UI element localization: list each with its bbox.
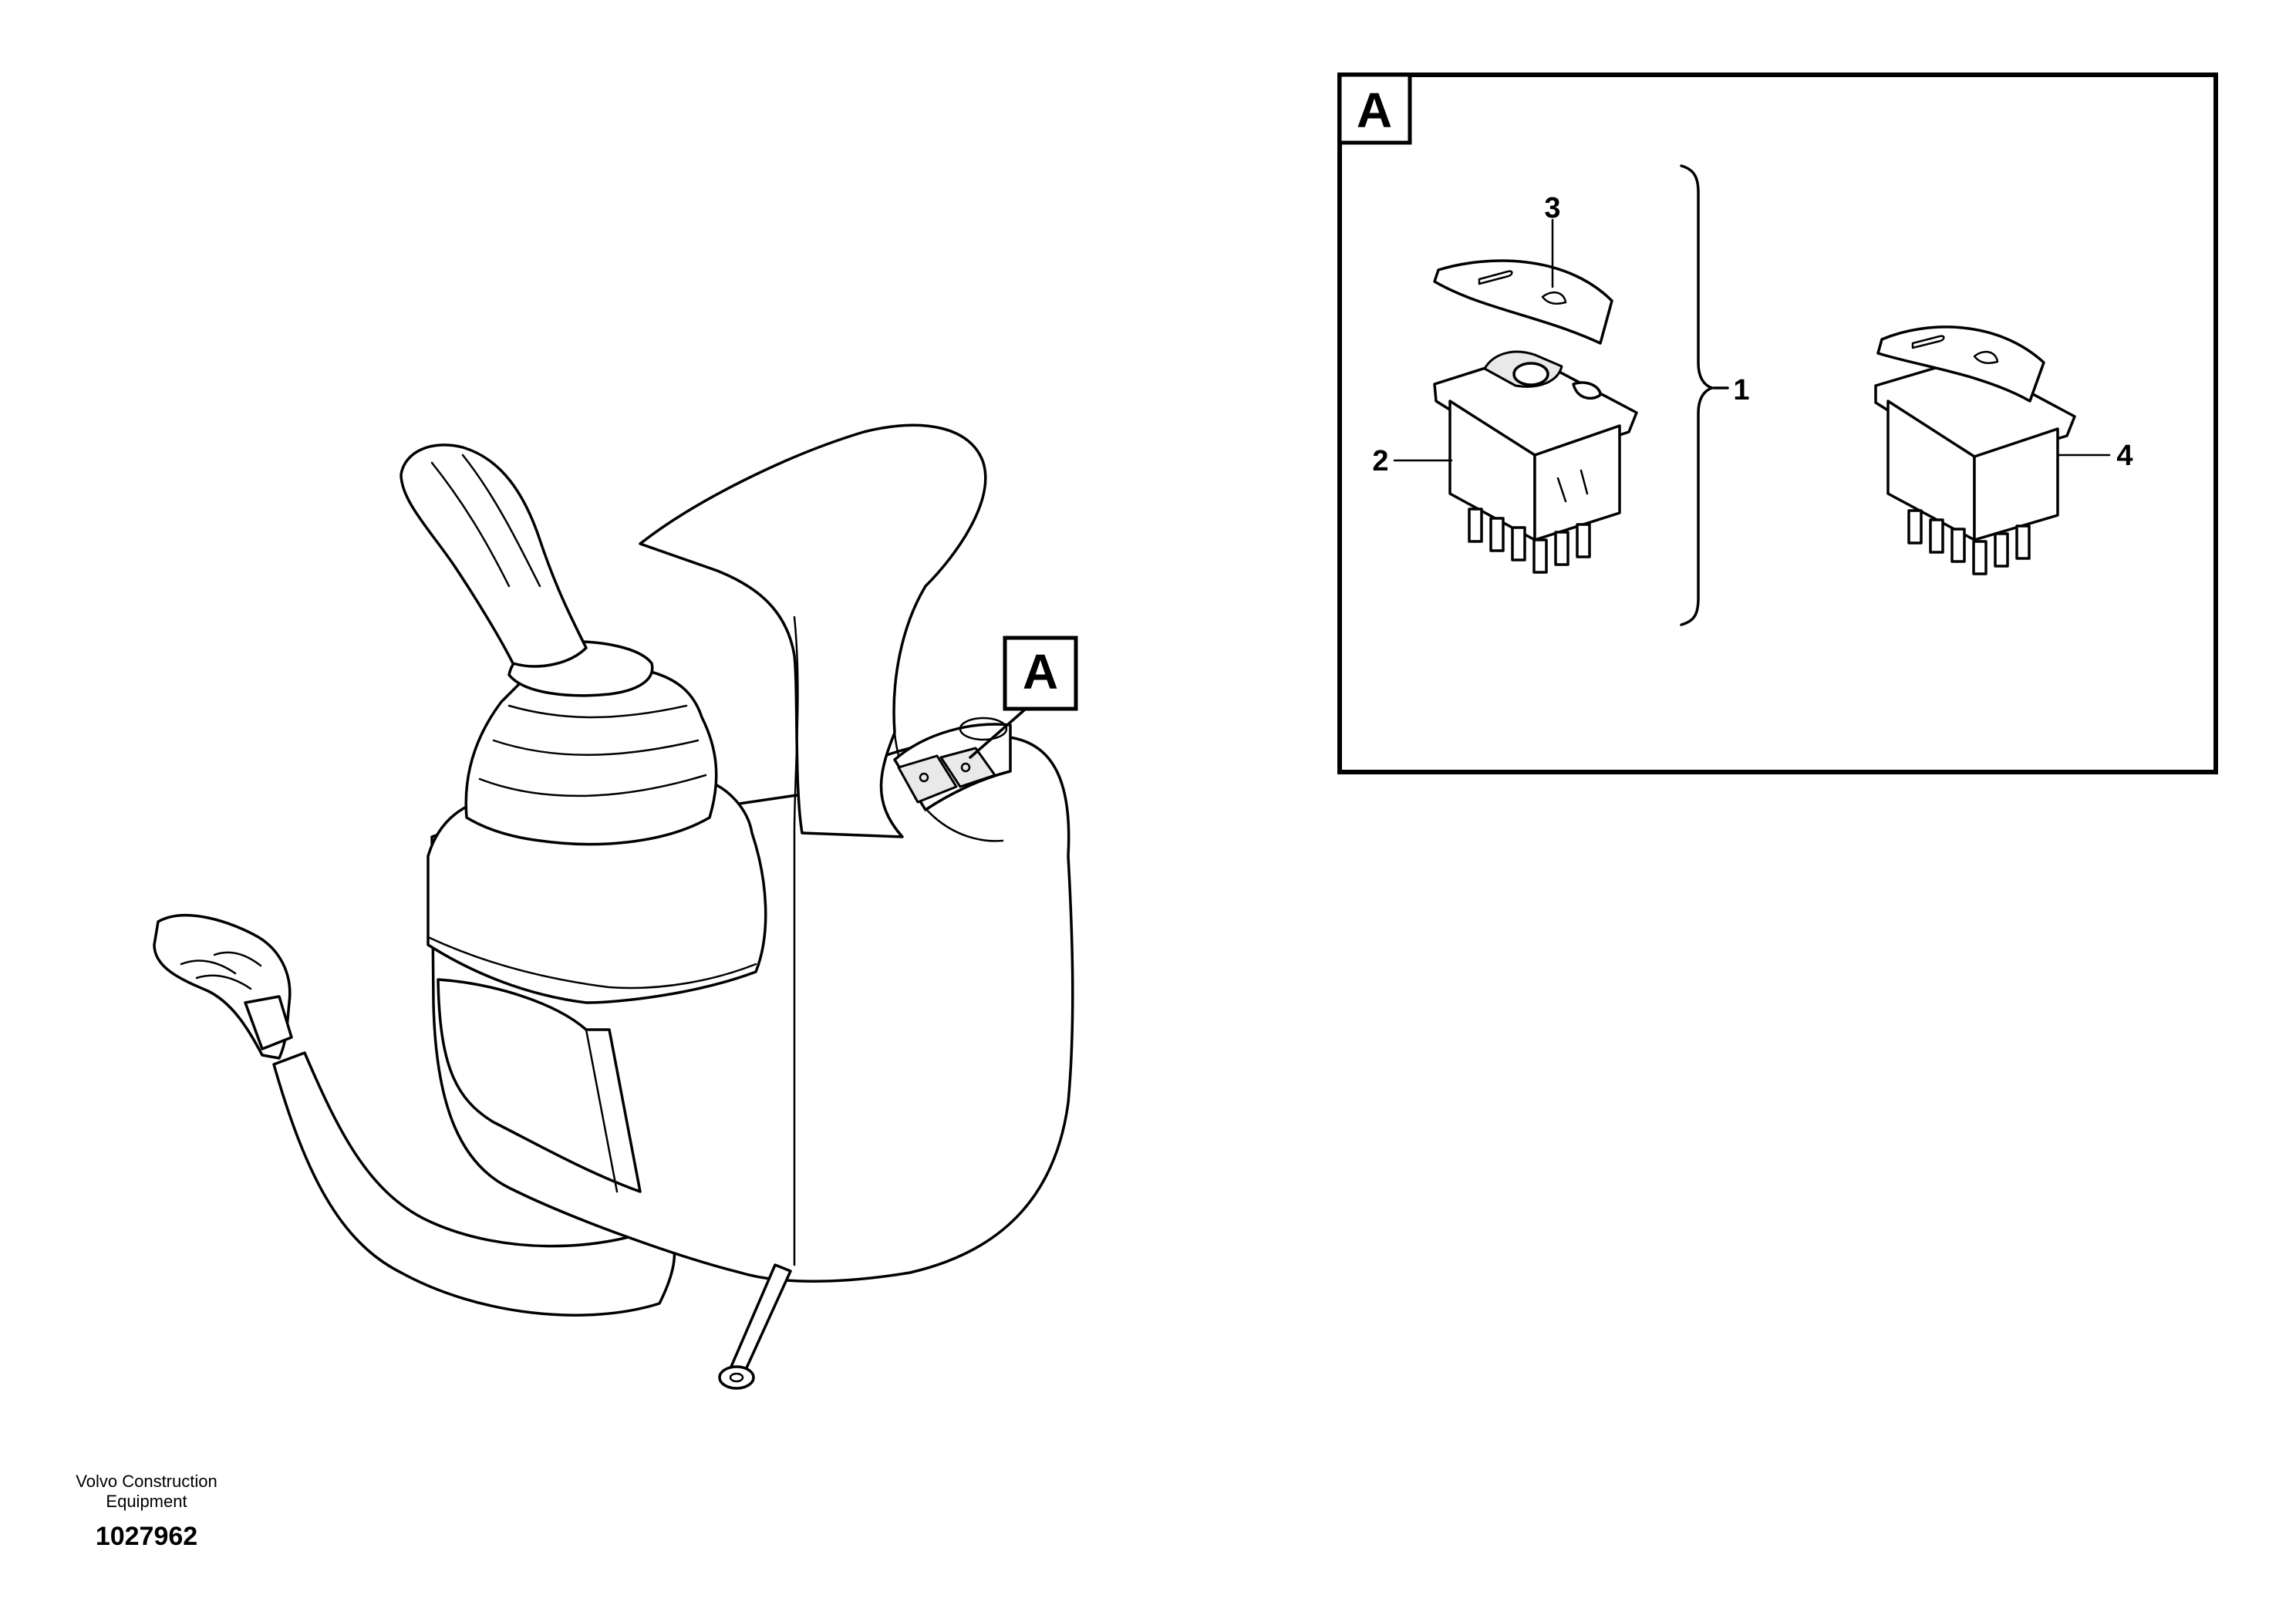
part-number-3: 3 [1544, 192, 1560, 224]
cable [272, 1051, 676, 1317]
switch-body [1433, 350, 1638, 574]
part-number-4: 4 [2116, 440, 2132, 472]
callout-a-main-text: A [1023, 644, 1058, 700]
company-name-line1: Volvo Construction [76, 1472, 217, 1491]
footer: Volvo Construction Equipment 1027962 [46, 1472, 247, 1553]
joystick-console-assembly [153, 423, 1074, 1317]
console-side-panel [437, 978, 642, 1193]
callout-a-main: A [969, 636, 1078, 759]
rocker-cover [1433, 259, 1613, 345]
group-bracket [1680, 164, 1714, 626]
part-number-2: 2 [1372, 445, 1388, 477]
ground-strap [718, 1263, 792, 1390]
armrest-pad [639, 423, 987, 838]
company-name-line2: Equipment [106, 1492, 187, 1511]
assembled-switch [1874, 325, 2076, 575]
switch-recess [893, 717, 1012, 811]
part-number-1: 1 [1733, 374, 1749, 406]
callout-a-detail-text: A [1357, 83, 1392, 138]
detail-view-a: A [1337, 73, 2218, 774]
figure-number: 1027962 [95, 1522, 198, 1551]
aux-hand-grip [153, 914, 293, 1060]
